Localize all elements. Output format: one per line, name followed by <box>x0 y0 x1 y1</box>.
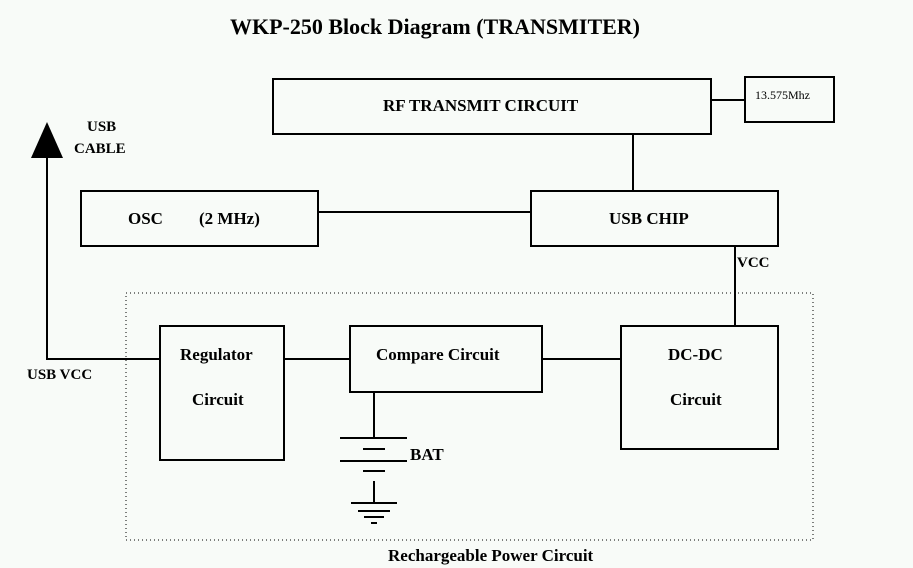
dcdc-label-2: Circuit <box>670 390 722 409</box>
usb-cable-arrow-icon <box>31 122 63 158</box>
diagram-title: WKP-250 Block Diagram (TRANSMITER) <box>229 14 641 39</box>
dcdc-label-1: DC-DC <box>668 345 723 364</box>
vcc-label: VCC <box>737 255 770 271</box>
usb-chip-block <box>530 190 779 247</box>
usb-cable-label-1: USB <box>87 119 117 135</box>
osc-block <box>80 190 319 247</box>
usb-cable-label-2: CABLE <box>74 141 126 157</box>
freq-label: 13.575Mhz <box>755 88 810 102</box>
power-group-label: Rechargeable Power Circuit <box>388 546 594 565</box>
rf-transmit-label: RF TRANSMIT CIRCUIT <box>383 96 579 115</box>
osc-label: OSC <box>128 209 163 228</box>
regulator-label-2: Circuit <box>192 390 244 409</box>
connection-wires <box>46 99 745 437</box>
bat-label: BAT <box>410 445 444 464</box>
regulator-label-1: Regulator <box>180 345 253 364</box>
regulator-block <box>159 325 285 461</box>
ground-icon <box>351 502 397 524</box>
usb-chip-label: USB CHIP <box>609 209 689 228</box>
battery-icon <box>340 437 407 503</box>
dcdc-block <box>620 325 779 450</box>
power-circuit-group <box>125 292 814 541</box>
compare-label: Compare Circuit <box>376 345 500 364</box>
rf-transmit-block <box>272 78 712 135</box>
osc-freq-label: (2 MHz) <box>199 209 260 228</box>
usb-vcc-label: USB VCC <box>27 367 93 383</box>
